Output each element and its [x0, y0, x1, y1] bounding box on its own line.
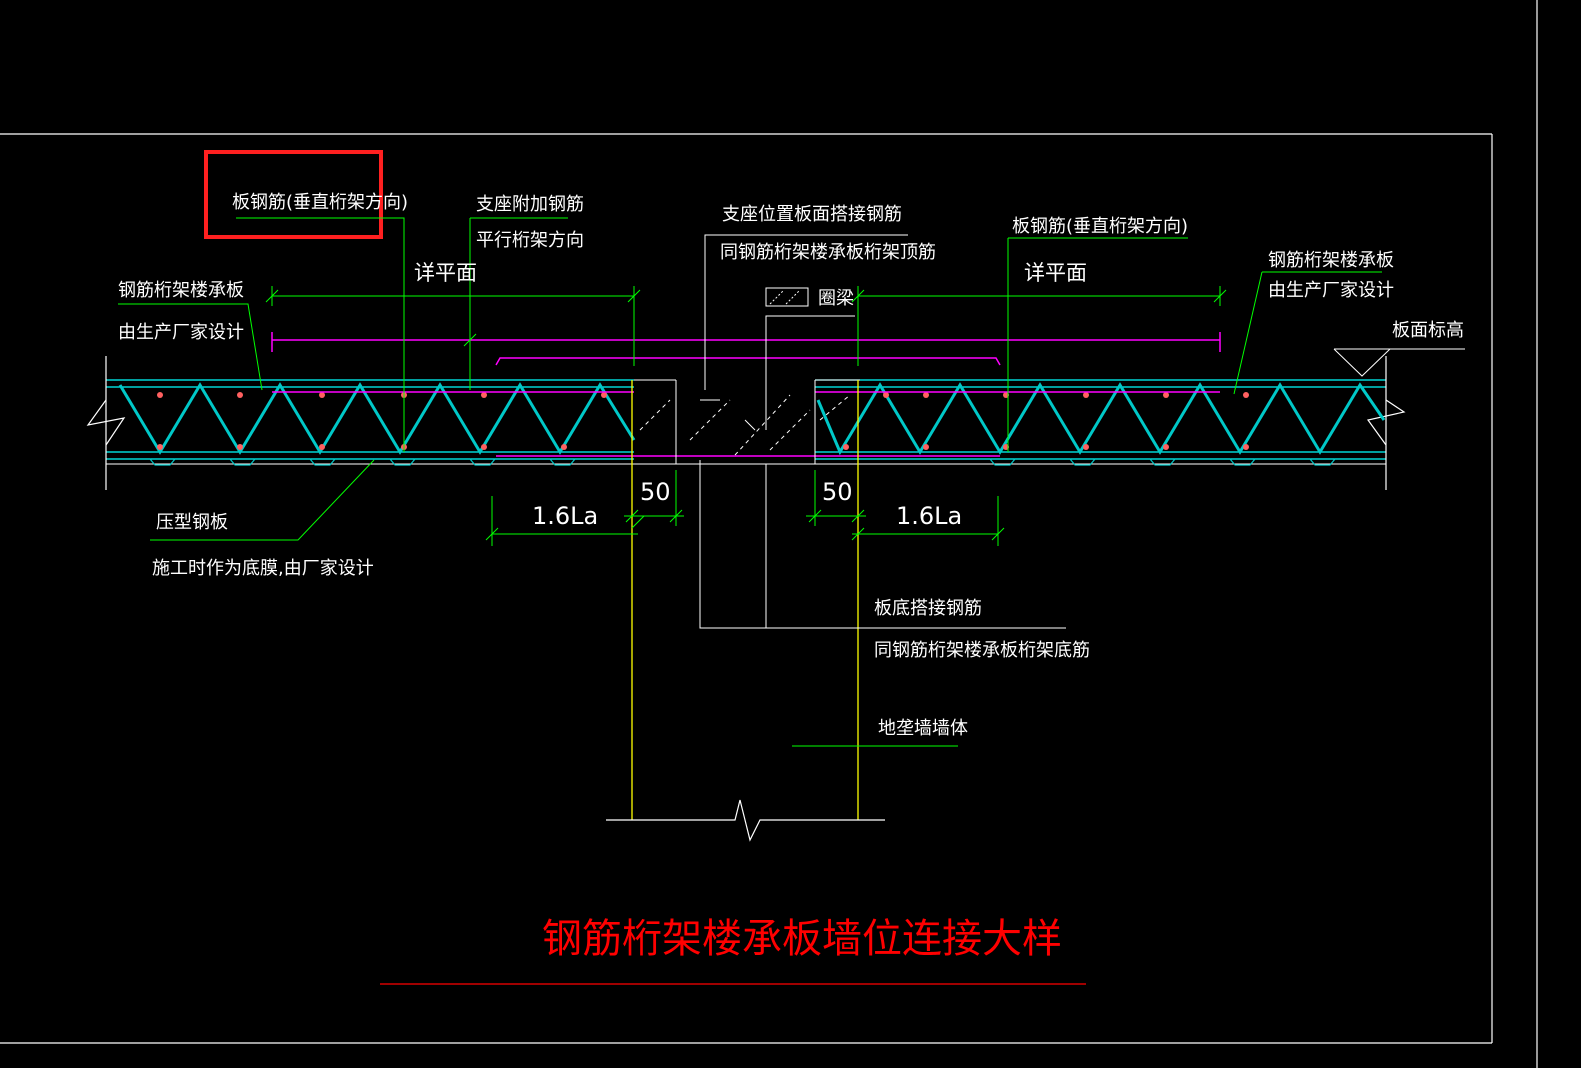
label-ring-beam: 圈梁	[818, 288, 854, 309]
label-profiled-sheet-1: 压型钢板	[156, 512, 228, 533]
truss-left	[118, 382, 636, 455]
label-support-top-lap-1: 支座位置板面搭接钢筋	[722, 204, 902, 225]
label-see-plan-right: 详平面	[1024, 261, 1087, 285]
drawing-frame	[0, 0, 1538, 1068]
label-deck-right-2: 由生产厂家设计	[1268, 280, 1394, 301]
truss-right	[816, 382, 1386, 456]
highlight-box	[204, 150, 383, 239]
label-deck-left-1: 钢筋桁架楼承板	[118, 280, 244, 301]
label-top-right-rebar: 板钢筋(垂直桁架方向)	[1012, 216, 1188, 237]
label-bottom-lap-1: 板底搭接钢筋	[874, 598, 982, 619]
label-deck-left-2: 由生产厂家设计	[118, 322, 244, 343]
ring-beam-hatch	[634, 379, 860, 464]
wall-lines	[631, 380, 859, 820]
label-support-top-lap-2: 同钢筋桁架楼承板桁架顶筋	[720, 242, 936, 263]
dim-left-bearing: 50	[640, 478, 671, 506]
drawing-title: 钢筋桁架楼承板墙位连接大样	[542, 916, 1062, 962]
label-profiled-sheet-2: 施工时作为底膜,由厂家设计	[152, 558, 374, 579]
rebar-lines	[271, 332, 1221, 457]
break-lines	[86, 356, 1406, 490]
dim-left-lap: 1.6La	[532, 502, 598, 530]
dim-right-bearing: 50	[822, 478, 853, 506]
wall-break	[606, 799, 885, 842]
dim-right-lap: 1.6La	[896, 502, 962, 530]
ring-beam-symbol	[765, 287, 809, 307]
label-bottom-lap-2: 同钢筋桁架楼承板桁架底筋	[874, 640, 1090, 661]
slab-outline	[106, 379, 1386, 465]
label-slab-elevation: 板面标高	[1392, 320, 1464, 341]
green-leaders	[118, 217, 1382, 747]
label-top-left-rebar: 板钢筋(垂直桁架方向)	[232, 192, 408, 213]
label-support-rebar-1: 支座附加钢筋	[476, 194, 584, 215]
label-ground-wall: 地垄墙墙体	[878, 718, 968, 739]
rebar-dots	[157, 392, 1249, 450]
label-support-rebar-2: 平行桁架方向	[476, 230, 584, 251]
label-deck-right-1: 钢筋桁架楼承板	[1268, 250, 1394, 271]
center-leaders	[699, 234, 1465, 629]
label-see-plan-left: 详平面	[414, 261, 477, 285]
truss-nodes	[149, 458, 1336, 466]
